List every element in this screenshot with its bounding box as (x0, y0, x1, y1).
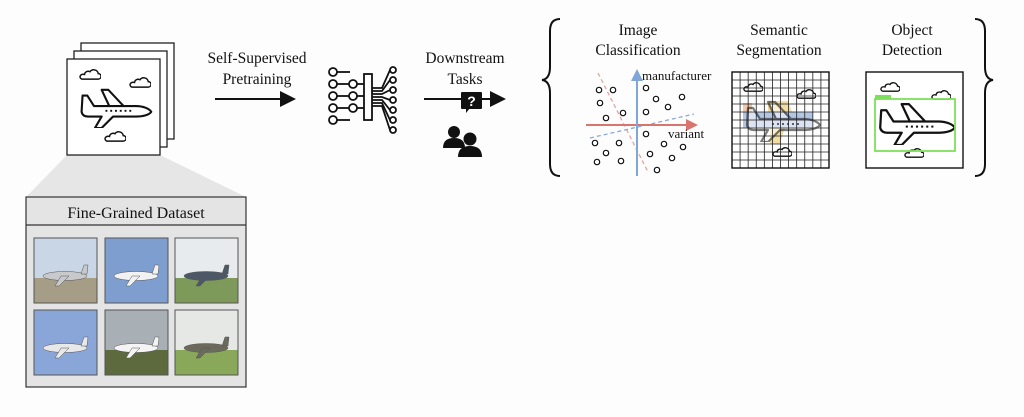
task-title-segmentation-line2: Segmentation (736, 42, 821, 59)
dataset-title: Fine-Grained Dataset (67, 205, 205, 222)
classification-plot: manufacturer variant (586, 68, 712, 176)
scatter-point (596, 99, 604, 107)
task-title-classification-line1: Image (619, 22, 658, 39)
dataset-thumbnail (33, 237, 98, 304)
svg-text:?: ? (467, 93, 476, 109)
scatter-point (642, 130, 650, 138)
image-stack-icon (66, 42, 175, 156)
users-question-icon: ? (443, 92, 482, 157)
scatter-point (653, 166, 661, 174)
manufacturer-axis-label: manufacturer (642, 68, 712, 83)
scatter-point (609, 86, 617, 94)
scatter-point (678, 93, 686, 101)
curly-brace-icon (974, 18, 994, 177)
scatter-point (617, 157, 625, 165)
decision-boundary-red (597, 72, 649, 173)
task-title-classification-line2: Classification (595, 42, 680, 59)
dataset-thumbnail (104, 237, 169, 304)
downstream-label-line1: Downstream (425, 50, 504, 67)
pretraining-label-line2: Pretraining (223, 71, 292, 88)
scatter-point (615, 139, 623, 147)
variant-axis-label: variant (668, 126, 704, 141)
dataset-thumbnail (174, 237, 239, 304)
cloud-icon (743, 82, 763, 92)
scatter-point (652, 95, 660, 103)
scatter-point (593, 158, 601, 166)
scatter-point (668, 154, 676, 162)
scatter-point (664, 103, 672, 111)
scatter-point (642, 108, 650, 116)
detection-panel (865, 71, 964, 169)
scatter-point (591, 139, 599, 147)
downstream-label-line2: Tasks (447, 71, 482, 88)
task-title-segmentation-line1: Semantic (750, 22, 808, 39)
neural-network-icon (328, 66, 397, 134)
dataset-thumbnail (33, 309, 98, 376)
dataset-thumbnail (174, 309, 239, 376)
curly-brace-icon (541, 18, 561, 177)
decision-boundary-blue (589, 113, 695, 139)
detection-bounding-box (874, 98, 956, 152)
task-title-detection-line2: Detection (882, 42, 943, 59)
detection-box-tag (875, 95, 891, 99)
scatter-point (619, 109, 627, 117)
scatter-point (646, 150, 654, 158)
task-title-detection-line1: Object (891, 22, 933, 39)
scatter-point (679, 143, 687, 151)
zoom-projection (26, 155, 246, 197)
pretraining-label-line1: Self-Supervised (207, 50, 306, 67)
dataset-panel: Fine-Grained Dataset (25, 196, 247, 388)
scatter-point (602, 114, 610, 122)
dataset-thumbnail (104, 309, 169, 376)
scatter-point (595, 86, 603, 94)
segmentation-panel (731, 71, 830, 169)
scatter-point (660, 140, 668, 148)
scatter-point (602, 149, 610, 157)
scatter-point (642, 84, 650, 92)
